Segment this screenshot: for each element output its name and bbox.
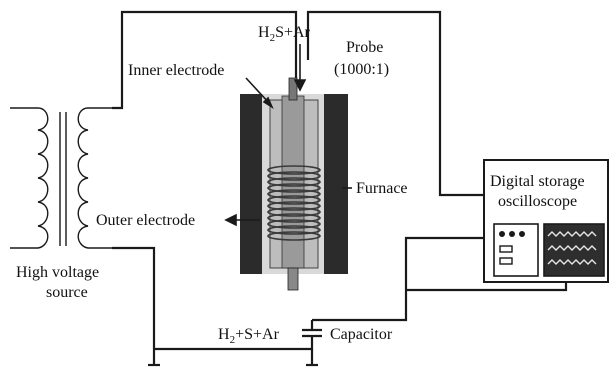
label-oscilloscope-1: Digital storage	[490, 173, 585, 190]
label-outer-electrode: Outer electrode	[96, 212, 195, 229]
primary-coil	[10, 107, 49, 249]
transformer	[10, 107, 112, 249]
gas-outlet-tube	[287, 267, 299, 291]
label-capacitor: Capacitor	[330, 326, 393, 343]
capacitor-symbol	[302, 320, 322, 342]
furnace	[240, 77, 348, 291]
knob-1	[499, 231, 505, 237]
label-arrows	[224, 44, 352, 227]
label-h2-s-ar: H2+S+Ar	[218, 326, 280, 346]
wire-probe-oscilloscope	[306, 10, 484, 197]
label-high-voltage: High voltage	[16, 264, 99, 281]
gas-inlet-tube	[288, 77, 298, 101]
label-h2s-ar: H2S+Ar	[258, 24, 311, 44]
waveform-1	[547, 231, 597, 237]
oscilloscope	[483, 159, 609, 283]
secondary-coil	[77, 107, 112, 249]
knob-2	[509, 231, 515, 237]
wire-transformer-bottom	[112, 246, 156, 349]
waveform-2	[547, 245, 597, 251]
button-2	[499, 257, 513, 265]
oscilloscope-screen	[543, 223, 605, 277]
knob-3	[519, 231, 525, 237]
outer-electrode-coil	[267, 165, 321, 241]
label-inner-electrode: Inner electrode	[128, 62, 224, 79]
inner-electrode-rod	[281, 95, 305, 269]
label-furnace: Furnace	[356, 180, 408, 197]
label-probe-ratio: (1000:1)	[334, 61, 389, 78]
waveform-3	[547, 259, 597, 265]
label-oscilloscope-2: oscilloscope	[498, 193, 577, 210]
label-probe: Probe	[346, 39, 383, 56]
label-source: source	[46, 284, 88, 301]
labels: Inner electrode H2S+Ar Probe (1000:1) Fu…	[16, 24, 585, 346]
wire-top-inner	[112, 10, 298, 110]
button-1	[499, 245, 513, 253]
wire-capacitor-oscilloscope	[312, 236, 484, 322]
